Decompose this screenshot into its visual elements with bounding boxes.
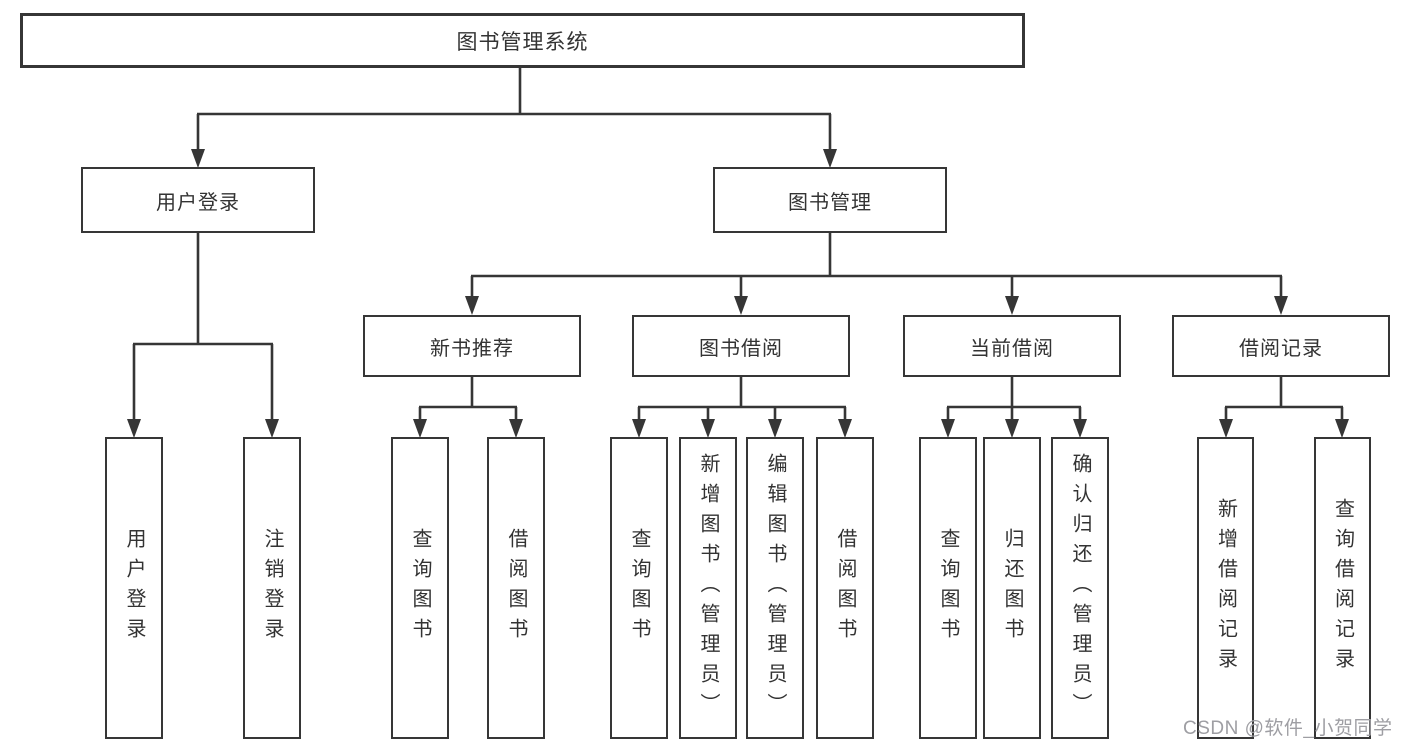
node-add-book-admin: 新增图书（管理员） [679, 437, 737, 739]
node-query-books-current: 查询图书 [919, 437, 977, 739]
node-label: 借阅图书 [505, 528, 527, 648]
node-label: 查询图书 [628, 528, 650, 648]
node-library-management-system: 图书管理系统 [20, 13, 1025, 68]
node-label: 当前借阅 [970, 337, 1054, 360]
node-query-books-borrow: 查询图书 [610, 437, 668, 739]
node-edit-book-admin: 编辑图书（管理员） [746, 437, 804, 739]
node-current-borrowing: 当前借阅 [903, 315, 1121, 377]
node-label: 新书推荐 [430, 337, 514, 360]
node-label: 借阅记录 [1239, 337, 1323, 360]
node-return-book: 归还图书 [983, 437, 1041, 739]
node-new-book-recommendation: 新书推荐 [363, 315, 581, 377]
node-label: 图书借阅 [699, 337, 783, 360]
node-borrow-books-recommend: 借阅图书 [487, 437, 545, 739]
node-label: 新增图书（管理员） [697, 453, 719, 723]
node-label: 确认归还（管理员） [1069, 453, 1091, 723]
node-label: 查询图书 [409, 528, 431, 648]
node-query-books-recommend: 查询图书 [391, 437, 449, 739]
node-confirm-return-admin: 确认归还（管理员） [1051, 437, 1109, 739]
node-label: 注销登录 [261, 528, 283, 648]
node-label: 用户登录 [156, 191, 240, 214]
node-label: 新增借阅记录 [1214, 498, 1237, 678]
node-add-borrow-record: 新增借阅记录 [1197, 437, 1254, 739]
node-label: 查询图书 [937, 528, 959, 648]
node-user-login: 用户登录 [81, 167, 315, 233]
node-book-management: 图书管理 [713, 167, 947, 233]
node-label: 借阅图书 [834, 528, 856, 648]
node-label: 归还图书 [1001, 528, 1023, 648]
csdn-watermark: CSDN @软件_小贺同学 [1183, 718, 1393, 739]
node-borrow-books: 借阅图书 [816, 437, 874, 739]
node-query-borrow-record: 查询借阅记录 [1314, 437, 1371, 739]
node-logout: 注销登录 [243, 437, 301, 739]
node-label: 查询借阅记录 [1331, 498, 1354, 678]
node-user-login-leaf: 用户登录 [105, 437, 163, 739]
node-borrowing-records: 借阅记录 [1172, 315, 1390, 377]
node-label: 图书管理系统 [456, 30, 589, 54]
node-label: 图书管理 [788, 191, 872, 214]
node-label: 编辑图书（管理员） [764, 453, 786, 723]
node-book-borrowing: 图书借阅 [632, 315, 850, 377]
node-label: 用户登录 [123, 528, 145, 648]
